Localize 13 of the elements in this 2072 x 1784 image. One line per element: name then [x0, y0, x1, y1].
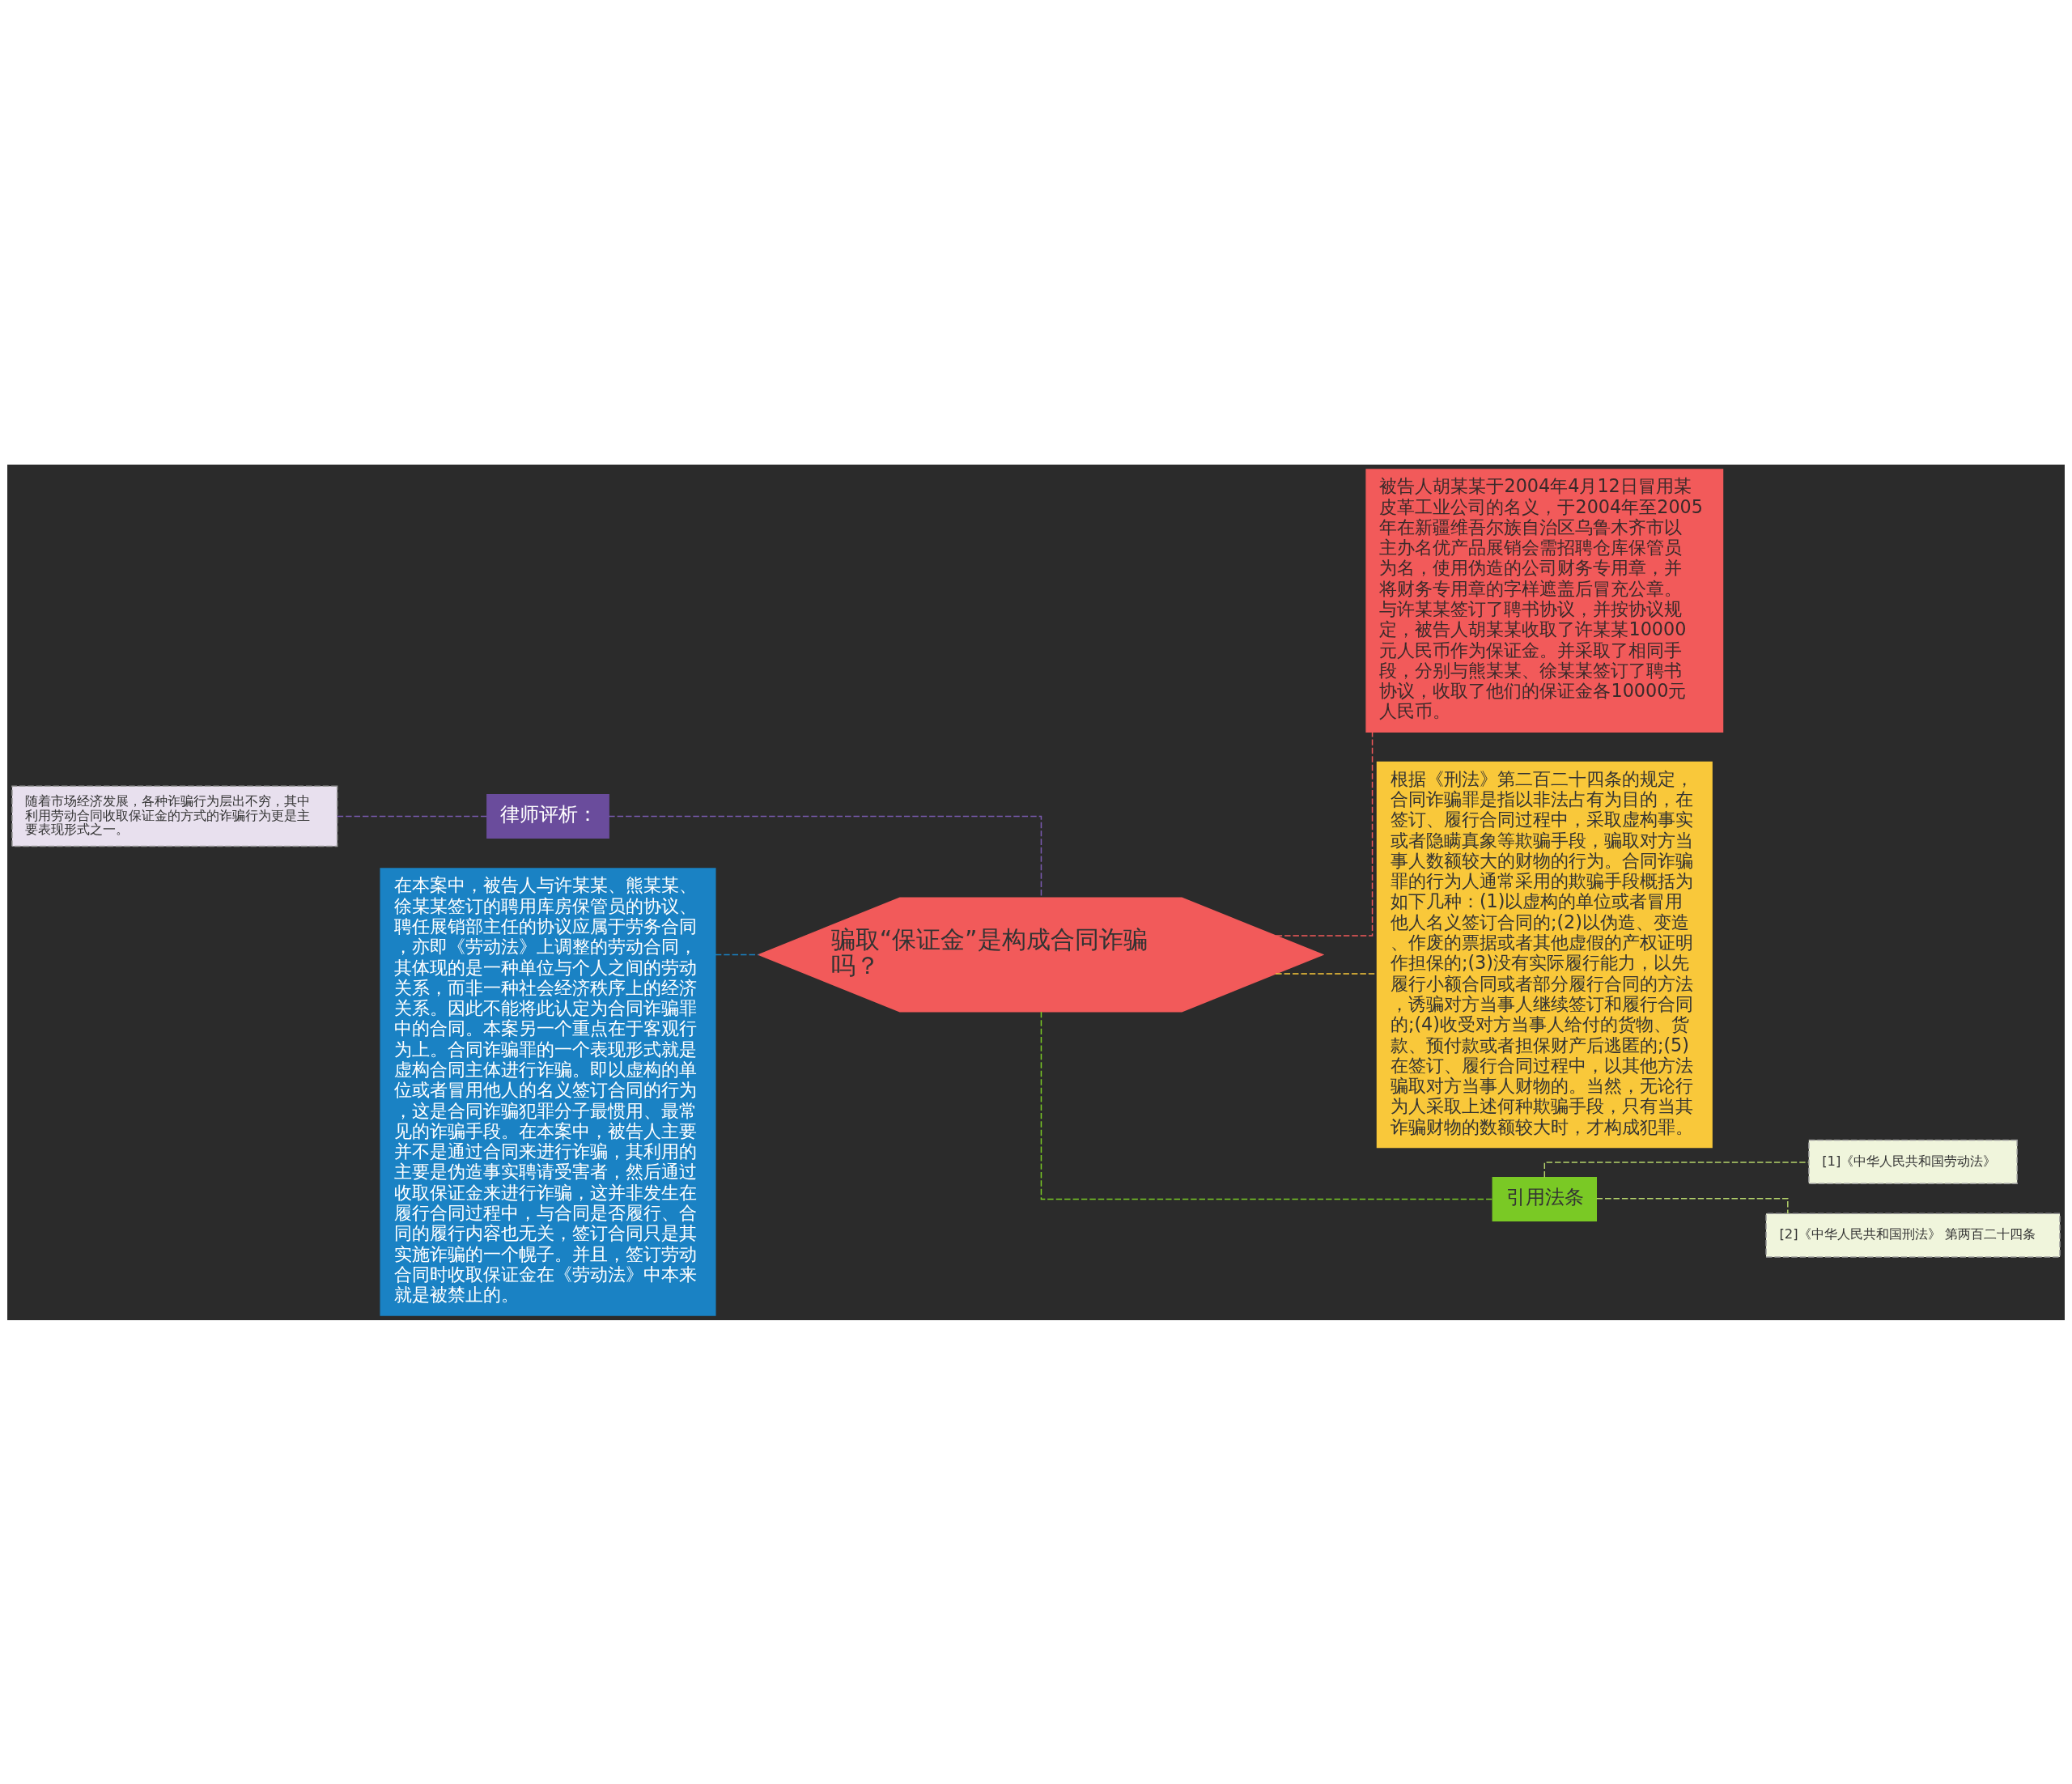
node-box: [2]《中华人民共和国刑法》 第两百二十四条 [1765, 1213, 2061, 1258]
node-box: 律师评析： [486, 793, 609, 839]
connector [1040, 1010, 1493, 1200]
node-box: 被告人胡某某于2004年4月12日冒用某皮革工业公司的名义，于2004年至2005年在新疆维吾尔族自治区乌鲁木齐市以主办名优产品展销会需招聘仓库保管员为名，使用伪造的公司财务专用章，并将财务专用章的字样遮盖后冒充公章。与许某某签订了聘书协议，并按协议规定，被告人胡某某收取了许某某10000元人民币作为保证金。并采取了相同手段，分别与熊某某、徐某某签订了聘书协议，收取了他们的保证金各10000元人民币。 [1365, 468, 1724, 733]
node-box: 根据《刑法》第二百二十四条的规定，合同诈骗罪是指以非法占有为目的，在签订、履行合同过程中，采取虚构事实或者隐瞒真象等欺骗手段，骗取对方当事人数额较大的财物的行为。合同诈骗罪的行为人通常采用的欺骗手段概括为如下几种：(1)以虚构的单位或者冒用他人名义签订合同的;(2)以伪造、变造、作废的票据或者其他虚假的产权证明作担保的;(3)没有实际履行能力，以先履行小额合同或者部分履行合同的方法，诱骗对方当事人继续签订和履行合同的;(4)收受对方当事人给付的货物、货款、预付款或者担保财产后逃匿的;(5)在签订、履行合同过程中，以其他方法骗取对方当事人财物的。当然，无论行为人采取上述何种欺骗手段，只有当其诈骗财物的数额较大时，才构成犯罪。 [1376, 761, 1713, 1148]
node-box: 引用法条 [1492, 1176, 1597, 1221]
connector [1275, 731, 1374, 937]
node-box: 随着市场经济发展，各种诈骗行为层出不穷，其中利用劳动合同收取保证金的方式的诈骗行为更是主要表现形式之一。 [11, 784, 338, 847]
node-box: [1]《中华人民共和国劳动法》 [1808, 1139, 2018, 1184]
connector [608, 815, 1042, 898]
connector [337, 815, 488, 817]
connector [715, 954, 760, 955]
node-box: 在本案中，被告人与许某某、熊某某、徐某某签订的聘用库房保管员的协议、聘任展销部主任的协议应属于劳务合同，亦即《劳动法》上调整的劳动合同，其体现的是一种单位与个人之间的劳动关系，而非一种社会经济秩序上的经济关系。因此不能将此认定为合同诈骗罪中的合同。本案另一个重点在于客观行为上。合同诈骗罪的一个表现形式就是虚构合同主体进行诈骗。即以虚构的单位或者冒用他人的名义签订合同的行为，这是合同诈骗犯罪分子最惯用、最常见的诈骗手段。在本案中，被告人主要并不是通过合同来进行诈骗，其利用的主要是伪造事实聘请受害者，然后通过收取保证金来进行诈骗，这并非发生在履行合同过程中，与合同是否履行、合同的履行内容也无关，签订合同只是其实施诈骗的一个幌子。并且，签订劳动合同时收取保证金在《劳动法》中本来就是被禁止的。 [380, 867, 716, 1316]
